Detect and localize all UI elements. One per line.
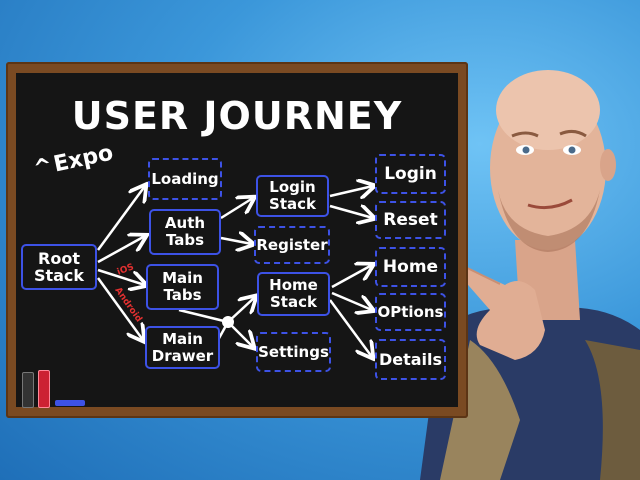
node-root-stack: Root Stack	[21, 244, 97, 290]
edge-homestack-details	[328, 299, 372, 357]
node-loading: Loading	[148, 158, 222, 200]
node-main-tabs: Main Tabs	[146, 264, 219, 310]
node-login: Login	[375, 154, 446, 194]
edge-auth-loginstack	[220, 198, 253, 220]
red-marker	[38, 370, 50, 408]
edge-loginstack-login	[329, 186, 373, 196]
black-marker	[22, 372, 34, 408]
edge-loginstack-reset	[329, 206, 373, 218]
edge-root-maintabs	[97, 268, 145, 285]
blue-chalk	[55, 400, 85, 406]
node-login-stack: Login Stack	[256, 175, 329, 217]
node-home-stack: Home Stack	[257, 272, 330, 316]
edge-homestack-options	[331, 291, 372, 310]
edge-homestack-home	[331, 265, 372, 289]
edge-root-auth	[97, 236, 145, 264]
node-register: Register	[254, 226, 330, 264]
node-reset: Reset	[375, 201, 446, 239]
node-options: OPtions	[375, 293, 446, 331]
junction-dot	[222, 316, 234, 328]
node-details: Details	[375, 339, 446, 380]
edge-auth-register	[220, 238, 252, 244]
node-settings: Settings	[256, 332, 331, 372]
node-auth-tabs: Auth Tabs	[149, 209, 221, 255]
edge-root-loading	[96, 186, 145, 251]
node-home: Home	[375, 247, 446, 287]
edge-root-drawer	[96, 277, 143, 340]
node-main-drawer: Main Drawer	[145, 326, 220, 369]
diagram-title: USER JOURNEY	[71, 94, 403, 138]
edge-junction-home	[227, 297, 255, 323]
